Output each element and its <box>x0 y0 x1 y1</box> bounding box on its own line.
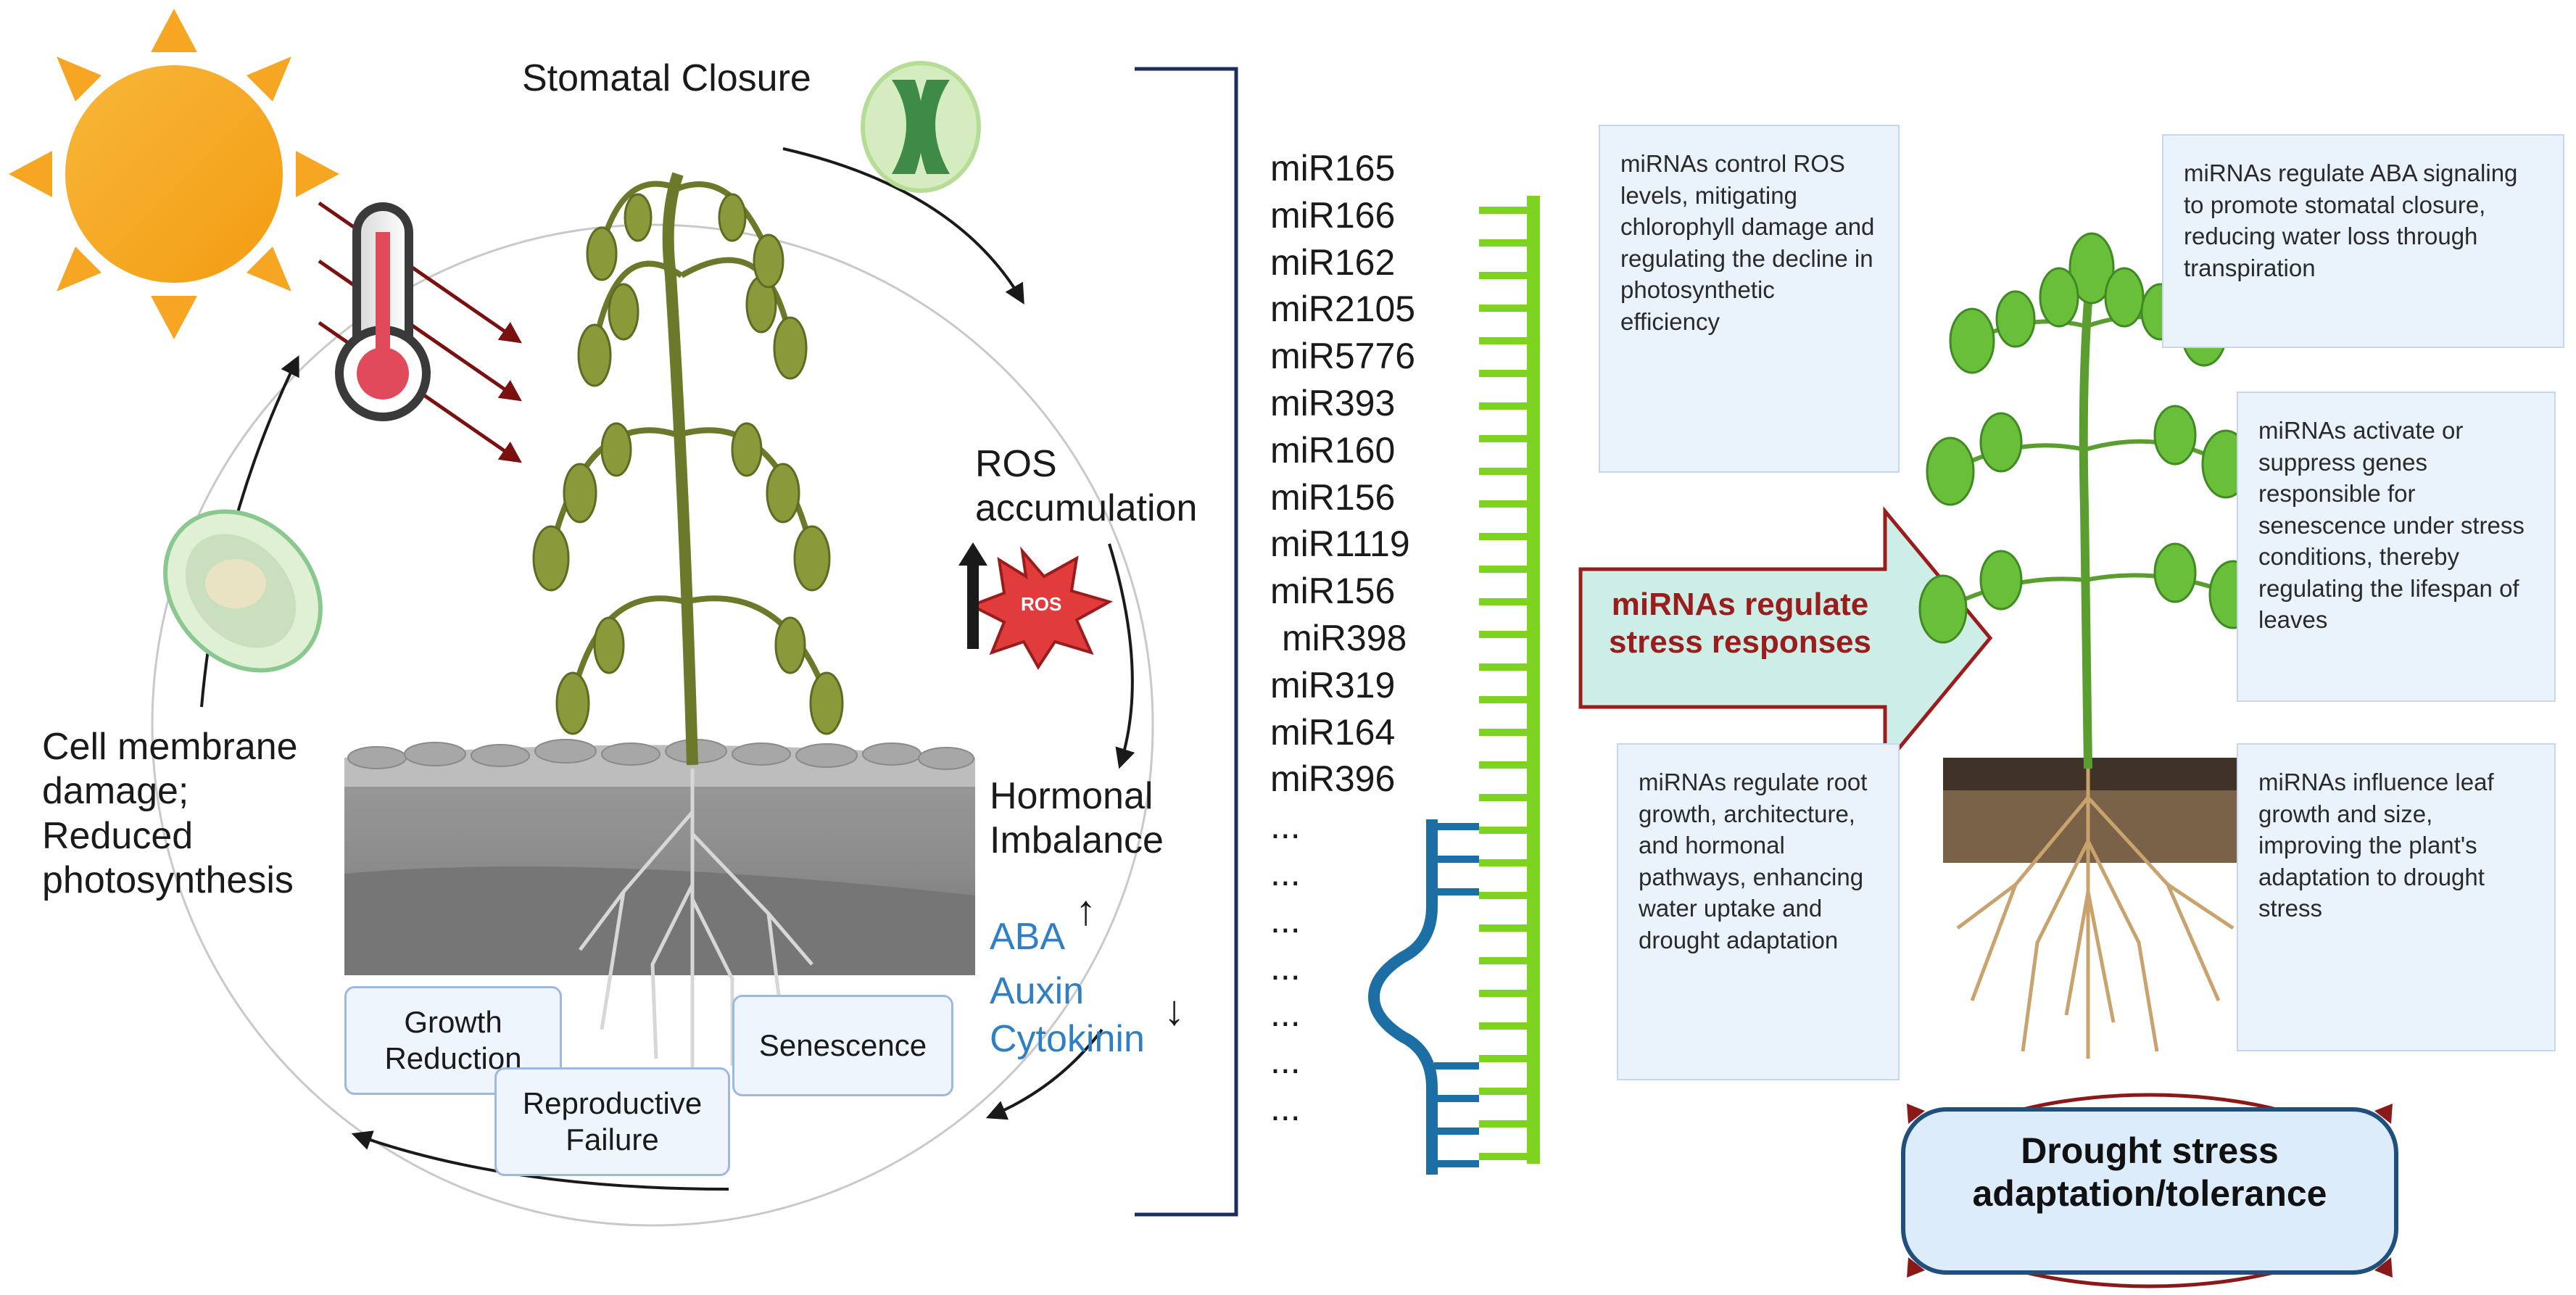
mirna-item: miR319 <box>1270 664 1396 706</box>
mirna-item: ... <box>1270 1088 1301 1128</box>
mirna-item: miR2105 <box>1270 289 1416 330</box>
tolerance-label: Drought stress adaptation/tolerance <box>1972 1130 2327 1214</box>
mirna-bracket <box>1135 67 1238 1217</box>
senescence-box: Senescence <box>732 995 953 1096</box>
mirna-item: miR165 <box>1270 148 1396 189</box>
cycle-arrow-top <box>782 147 1024 305</box>
mirna-item: ... <box>1270 1040 1301 1082</box>
cycle-arrow-lower-right <box>985 1028 1103 1120</box>
cell-membrane-label: Cell membrane damage; Reduced photosynth… <box>42 726 298 902</box>
root-growth-box: miRNAs regulate root growth, architectur… <box>1617 743 1900 1080</box>
mirna-item: miR166 <box>1270 194 1396 236</box>
stomatal-closure-label: Stomatal Closure <box>522 57 811 99</box>
hormonal-imbalance-label: Hormonal Imbalance <box>990 775 1164 862</box>
ros-control-box: miRNAs control ROS levels, mitigating ch… <box>1599 125 1900 473</box>
mirna-item: miR1119 <box>1270 524 1410 565</box>
ros-burst-icon <box>958 542 1114 670</box>
leaf-growth-box: miRNAs influence leaf growth and size, i… <box>2237 743 2556 1051</box>
tolerance-box-shape <box>1901 1107 2398 1275</box>
ros-accumulation-label: ROS accumulation <box>975 443 1198 530</box>
reproductive-failure-box: Reproductive Failure <box>494 1067 730 1176</box>
aba-signaling-box: miRNAs regulate ABA signaling to promote… <box>2162 134 2564 348</box>
cycle-circle <box>151 223 1154 1227</box>
mirna-item: ... <box>1270 993 1301 1035</box>
big-arrow <box>1578 506 1993 770</box>
senescence-regulation-box: miRNAs activate or suppress genes respon… <box>2237 392 2556 702</box>
mirna-item: ... <box>1270 946 1301 988</box>
mirna-item: miR396 <box>1270 758 1396 800</box>
ros-badge-label: ROS <box>1021 593 1062 615</box>
thermometer-icon <box>335 202 431 421</box>
mirna-item: ... <box>1270 899 1301 940</box>
stomata-icon <box>861 61 981 193</box>
mirna-item: miR156 <box>1270 476 1396 518</box>
big-arrow-label: miRNAs regulate stress responses <box>1609 587 1871 660</box>
mirna-item: miR398 <box>1282 618 1407 658</box>
cytokinin-label: Cytokinin <box>990 1018 1145 1060</box>
aba-label: ABA <box>990 916 1066 958</box>
mirna-item: miR164 <box>1270 711 1396 753</box>
mirna-item: ... <box>1270 806 1301 847</box>
cycle-arrow-right <box>1108 543 1135 769</box>
aba-up-arrow: ↑ <box>1075 887 1096 934</box>
heat-arrows <box>318 201 522 463</box>
soil-icon <box>344 739 975 1073</box>
hormone-down-arrow: ↓ <box>1164 987 1185 1034</box>
mirna-hairpin-icon <box>1367 196 1540 1175</box>
mirna-item: miR393 <box>1270 383 1396 423</box>
sun-icon <box>9 9 339 339</box>
mirna-item: miR5776 <box>1270 336 1416 377</box>
auxin-label: Auxin <box>990 970 1085 1012</box>
mirna-item: miR162 <box>1270 241 1396 283</box>
mirna-item: miR160 <box>1270 429 1396 471</box>
wilted-plant-icon <box>532 172 844 766</box>
mirna-item: ... <box>1270 853 1301 893</box>
mirna-item: miR156 <box>1270 571 1396 612</box>
cell-icon <box>163 509 323 673</box>
